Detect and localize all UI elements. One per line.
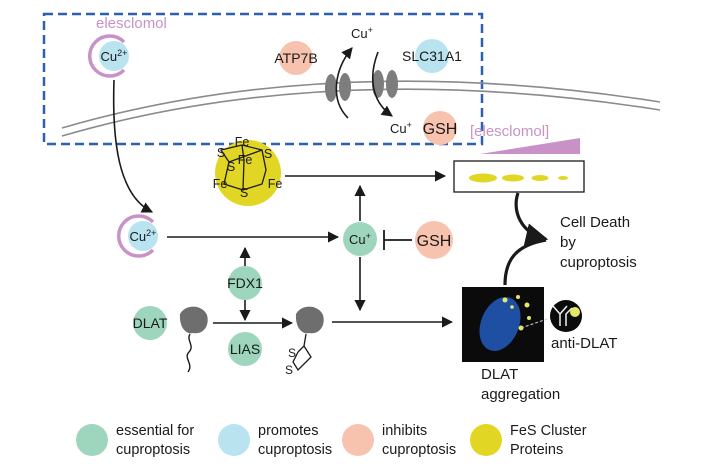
fes-atom: S — [240, 186, 248, 200]
gsh-node-mid — [415, 221, 453, 259]
cu2-node-top — [99, 41, 129, 71]
fes-atom: S — [264, 147, 272, 161]
fdx1-node — [228, 266, 262, 300]
lipoyl-sulfur: S — [285, 363, 293, 377]
aggregation-puncta — [502, 295, 531, 331]
fes-atom: S — [227, 160, 235, 174]
lias-label: LIAS — [230, 341, 260, 357]
arrow-gel-to-death — [514, 192, 549, 246]
lipoylated-dlat-protein — [295, 306, 324, 334]
dlat-tail — [186, 333, 192, 373]
cu-plus-label: Cu+ — [349, 231, 371, 247]
elesclomol-gradient-wedge — [480, 138, 580, 154]
atp7b-node — [279, 41, 313, 75]
elesclomol-gradient-label: [elesclomol] — [470, 123, 549, 140]
cu2-node-mid — [128, 221, 158, 251]
arrow-cu-efflux — [335, 47, 353, 119]
cu2-label-top: Cu2+ — [101, 48, 128, 64]
gel-band — [469, 173, 497, 183]
arrow-aggregation-to-death — [503, 238, 547, 286]
fes-atom: Fe — [213, 177, 228, 191]
gel-band — [502, 174, 524, 182]
gsh-node-top — [423, 111, 457, 145]
fes-atom: S — [217, 146, 225, 160]
fes-atom: Fe — [235, 135, 250, 149]
fes-atom: Fe — [238, 153, 253, 167]
cu-in-label: Cu+ — [390, 120, 412, 136]
arrow-cu-influx — [371, 51, 393, 117]
cell-membrane-inner — [61, 88, 661, 137]
antibody-bead — [570, 307, 580, 317]
dlat-label: DLAT — [133, 315, 168, 331]
membrane-region-frame — [42, 12, 484, 146]
slc31a1-label: SLC31A1 — [402, 48, 462, 64]
aggregation-nucleus — [479, 297, 521, 351]
elesclomol-label-top: elesclomol — [96, 15, 167, 32]
atp7b-channel-left — [325, 74, 337, 102]
dlat-node — [133, 306, 167, 340]
gsh-label-mid: GSH — [417, 233, 452, 250]
gel-band — [531, 175, 549, 181]
cell-membrane-outer — [61, 80, 661, 129]
inhibition-gsh-cu — [383, 230, 412, 250]
fes-cluster-atoms: Fe S Fe S S Fe S Fe — [213, 135, 283, 200]
cu-plus-node — [343, 222, 377, 256]
fdx1-label: FDX1 — [227, 275, 263, 291]
lipoyl-arm — [292, 333, 312, 372]
elesclomol-chelator-top — [87, 34, 126, 78]
gsh-label-top: GSH — [423, 121, 458, 138]
fes-atom: Fe — [268, 177, 283, 191]
fes-cluster-node — [215, 140, 281, 206]
gel-band — [558, 176, 568, 180]
elesclomol-chelator-mid — [116, 214, 155, 258]
antibody-y-shape — [552, 305, 573, 326]
cell-death-label-block: Cell Death by cuproptosis — [560, 214, 637, 271]
anti-dlat-label: anti-DLAT — [551, 335, 617, 352]
cu2-label-mid: Cu2+ — [130, 228, 157, 244]
dlat-protein — [179, 306, 208, 334]
cu-out-label: Cu+ — [351, 25, 373, 41]
lipoyl-sulfur: S — [288, 346, 296, 360]
lias-node — [228, 332, 262, 366]
fes-cluster-bonds — [219, 144, 267, 191]
slc31a1-channel-right — [386, 70, 398, 98]
slc31a1-node — [415, 39, 449, 73]
arrow-cu2-entry — [112, 79, 154, 213]
dlat-aggregation-label-block: DLAT aggregation — [481, 366, 561, 403]
atp7b-label: ATP7B — [274, 50, 317, 66]
atp7b-channel-right — [339, 73, 351, 101]
